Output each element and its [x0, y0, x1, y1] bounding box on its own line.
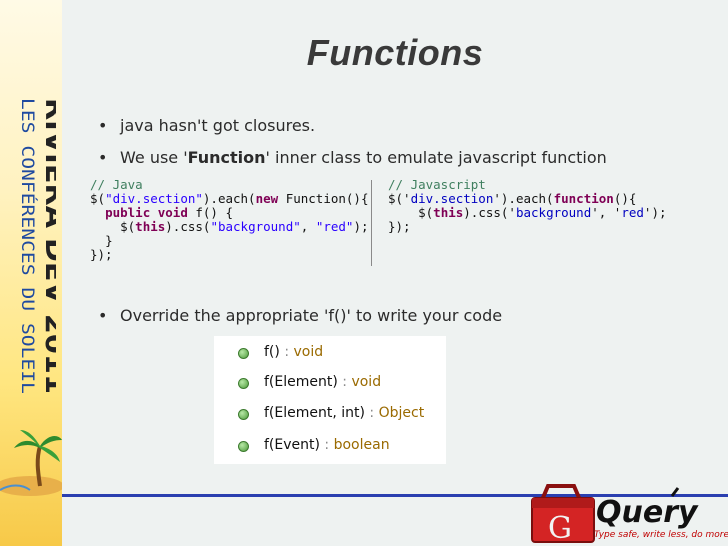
method-return-type: Object	[378, 405, 425, 421]
bullet-text-post: ' inner class to emulate javascript func…	[265, 148, 607, 167]
separator: :	[324, 437, 330, 453]
conference-logo-text: RIVIERA DEV 2011 LES CONFÉRENCES DU SOLE…	[17, 98, 56, 394]
bullet-dot: •	[98, 306, 108, 325]
code-string: red	[621, 205, 644, 220]
method-signature-list: f() : void f(Element) : void f(Element, …	[214, 336, 446, 464]
bullet-text: java hasn't got closures.	[120, 116, 316, 135]
method-name: f()	[264, 344, 280, 360]
code-token: $(	[120, 219, 136, 234]
code-token: ');	[643, 205, 667, 220]
method-name: f(Element, int)	[264, 405, 365, 421]
code-keyword: this	[433, 205, 464, 220]
bullet-text-bold: Function	[187, 148, 266, 167]
java-code-block: // Java $("div.section").each(new Functi…	[90, 178, 369, 262]
palm-island-icon	[0, 430, 62, 496]
logo-word: Query	[596, 495, 699, 530]
code-string: "red"	[315, 219, 354, 234]
code-token: ).css('	[463, 205, 516, 220]
code-token: Function(){	[278, 191, 369, 206]
code-token: }	[105, 233, 113, 248]
code-comment: // Java	[90, 177, 143, 192]
code-token: );	[353, 219, 369, 234]
code-token: $('	[388, 191, 411, 206]
logo-letter: G	[548, 511, 572, 546]
code-token: });	[388, 219, 411, 234]
bullet-dot: •	[98, 148, 108, 167]
separator: :	[342, 374, 347, 390]
code-divider	[371, 180, 372, 266]
code-keyword: void	[157, 205, 188, 220]
code-keyword: this	[135, 219, 166, 234]
footer-line	[62, 494, 728, 497]
gquery-toolbox-logo: G Query	[531, 484, 699, 546]
code-token: (){	[613, 191, 637, 206]
bullet-text-pre: We use '	[120, 148, 188, 167]
code-comment: // Javascript	[388, 177, 486, 192]
code-token: $(	[418, 205, 434, 220]
code-token: ).each(	[202, 191, 256, 206]
method-name: f(Element)	[264, 374, 338, 390]
code-string: "background"	[210, 219, 301, 234]
code-keyword: new	[255, 191, 279, 206]
method-return-type: void	[351, 374, 382, 390]
bullet-item: • java hasn't got closures.	[98, 116, 315, 135]
bullet-text: Override the appropriate 'f()' to write …	[120, 306, 503, 325]
method-bullet-icon	[238, 441, 249, 452]
method-return-type: boolean	[333, 437, 390, 453]
code-token: });	[90, 247, 113, 262]
method-return-type: void	[293, 344, 324, 360]
conference-sidebar: RIVIERA DEV 2011 LES CONFÉRENCES DU SOLE…	[0, 0, 62, 546]
code-token: f() {	[187, 205, 234, 220]
bullet-dot: •	[98, 116, 108, 135]
code-token: ').each(	[493, 191, 554, 206]
separator: :	[369, 405, 375, 421]
bullet-item: • Override the appropriate 'f()' to write…	[98, 306, 502, 325]
conference-name: RIVIERA DEV 2011	[39, 98, 56, 394]
code-string: "div.section"	[105, 191, 203, 206]
code-string: div.section	[410, 191, 494, 206]
code-token: $(	[90, 191, 106, 206]
method-bullet-icon	[238, 348, 249, 359]
code-token: ', '	[591, 205, 622, 220]
code-keyword: function	[553, 191, 614, 206]
code-string: background	[515, 205, 592, 220]
code-keyword: public	[105, 205, 151, 220]
logo-tagline: Type safe, write less, do more.	[594, 530, 728, 540]
method-bullet-icon	[238, 409, 249, 420]
code-token: ,	[300, 219, 316, 234]
slide-title: Functions	[306, 32, 484, 73]
method-bullet-icon	[238, 378, 249, 389]
js-code-block: // Javascript $('div.section').each(func…	[388, 178, 667, 234]
method-name: f(Event)	[264, 437, 320, 453]
separator: :	[284, 344, 290, 360]
conference-tagline: LES CONFÉRENCES DU SOLEIL	[17, 98, 39, 394]
code-token: ).css(	[165, 219, 211, 234]
bullet-item: • We use 'Function' inner class to emulat…	[98, 148, 607, 167]
